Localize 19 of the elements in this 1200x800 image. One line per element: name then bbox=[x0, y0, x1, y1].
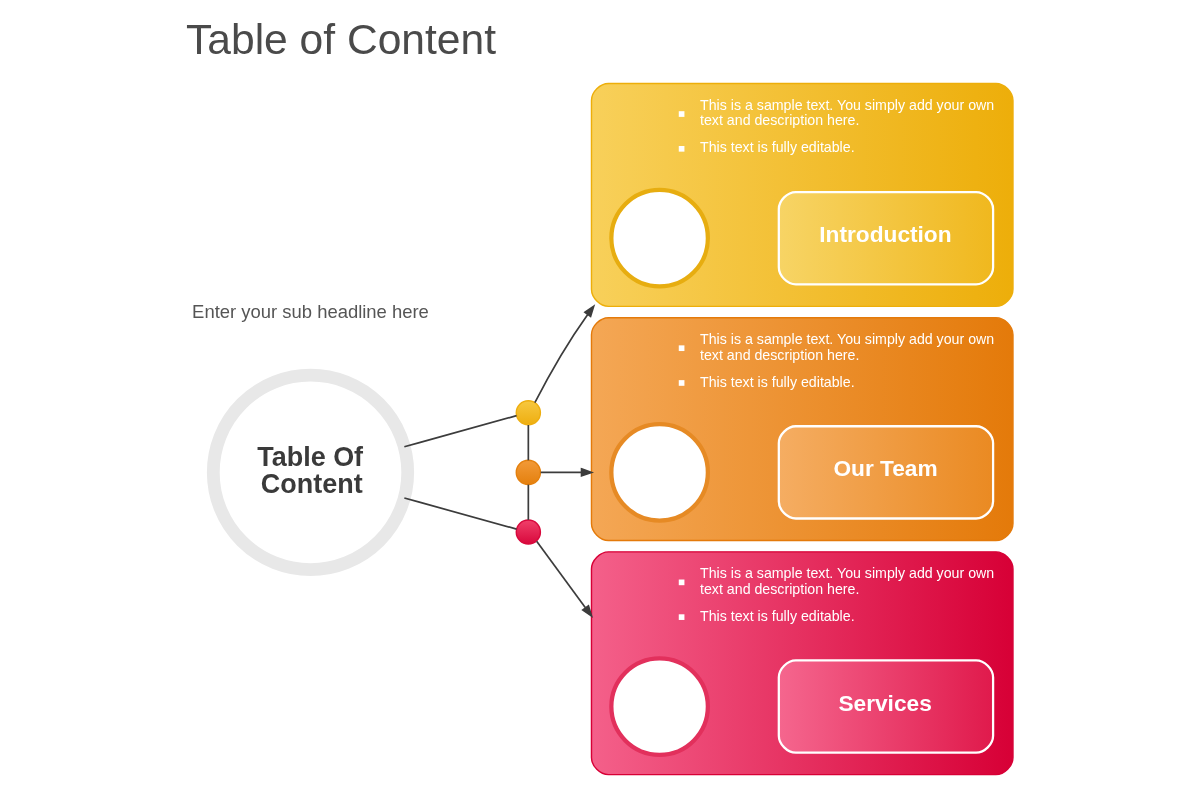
node-box: Services bbox=[777, 659, 995, 754]
node-circle bbox=[515, 400, 542, 426]
node-box: Our Team bbox=[777, 425, 995, 520]
node-circle bbox=[609, 187, 710, 289]
connector bbox=[527, 483, 530, 521]
node-circle: Table Of Content bbox=[206, 368, 415, 576]
label: Enter your sub headline here bbox=[192, 301, 429, 323]
arrow bbox=[534, 304, 596, 404]
arrow bbox=[535, 540, 593, 618]
diagram-title: Table of Content bbox=[186, 14, 496, 63]
node-box: Introduction bbox=[777, 190, 995, 286]
node-circle bbox=[515, 459, 542, 486]
connector bbox=[527, 424, 530, 462]
connector bbox=[403, 497, 518, 530]
node-circle bbox=[515, 519, 542, 545]
node-circle bbox=[609, 422, 710, 523]
arrow bbox=[539, 467, 595, 478]
node-circle bbox=[609, 656, 710, 757]
connector bbox=[403, 414, 518, 448]
